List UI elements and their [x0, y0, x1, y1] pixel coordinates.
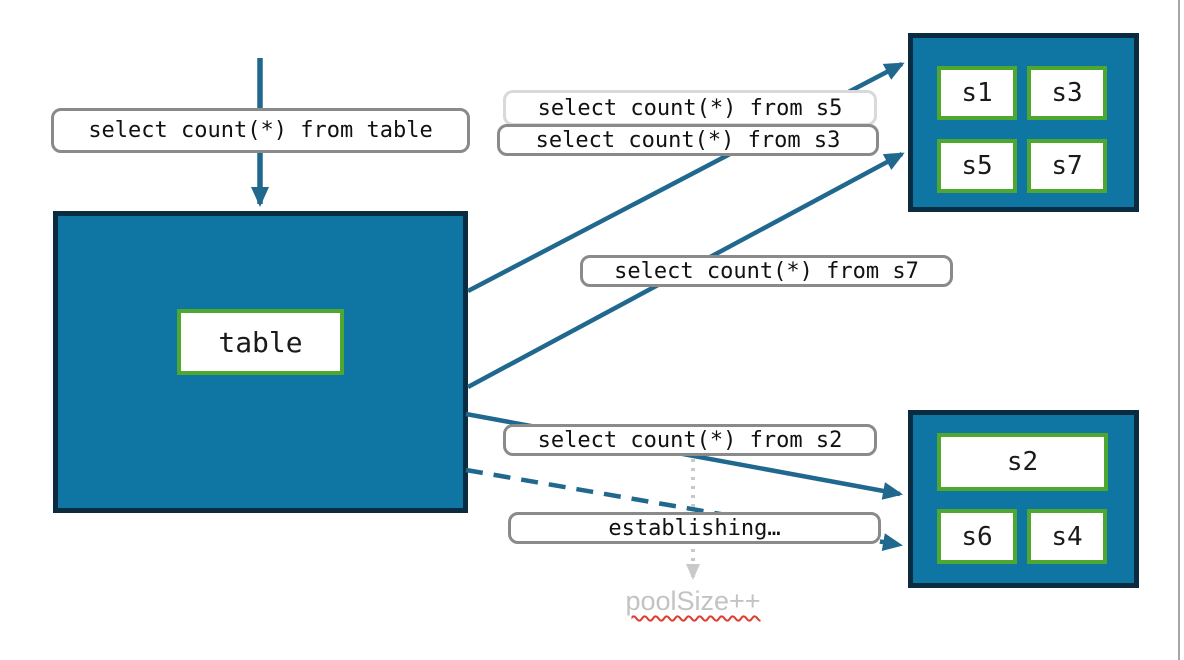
query-label-from-s2[interactable]: select count(*) from s2 [503, 424, 877, 456]
shard-label-s1: s1 [961, 78, 993, 108]
query-label-from-s7[interactable]: select count(*) from s7 [580, 255, 953, 287]
pool-size-annotation[interactable]: poolSize++ [625, 586, 761, 616]
shard-label-s3: s3 [1051, 78, 1083, 108]
shard-box-s5[interactable]: s5 [937, 139, 1017, 193]
query-label-from-s5[interactable]: select count(*) from s5 [503, 90, 877, 126]
shard-box-s6[interactable]: s6 [937, 509, 1017, 564]
shard-box-s7[interactable]: s7 [1027, 139, 1107, 193]
shard-box-s3[interactable]: s3 [1027, 66, 1107, 120]
shard-label-s2: s2 [1006, 447, 1039, 477]
shard-label-s6: s6 [961, 521, 993, 552]
shard-box-s2[interactable]: s2 [937, 433, 1108, 491]
slide-edge-line [1178, 0, 1180, 660]
query-label-from-s3[interactable]: select count(*) from s3 [497, 124, 879, 156]
query-label-establishing[interactable]: establishing… [508, 512, 881, 544]
shard-label-s4: s4 [1051, 521, 1083, 552]
shard-box-s1[interactable]: s1 [937, 66, 1017, 120]
table-box[interactable]: table [177, 309, 344, 375]
query-label-from-table[interactable]: select count(*) from table [51, 108, 470, 153]
shard-label-s5: s5 [961, 151, 993, 181]
shard-label-s7: s7 [1051, 151, 1083, 181]
table-label: table [218, 325, 303, 359]
shard-box-s4[interactable]: s4 [1027, 509, 1107, 564]
